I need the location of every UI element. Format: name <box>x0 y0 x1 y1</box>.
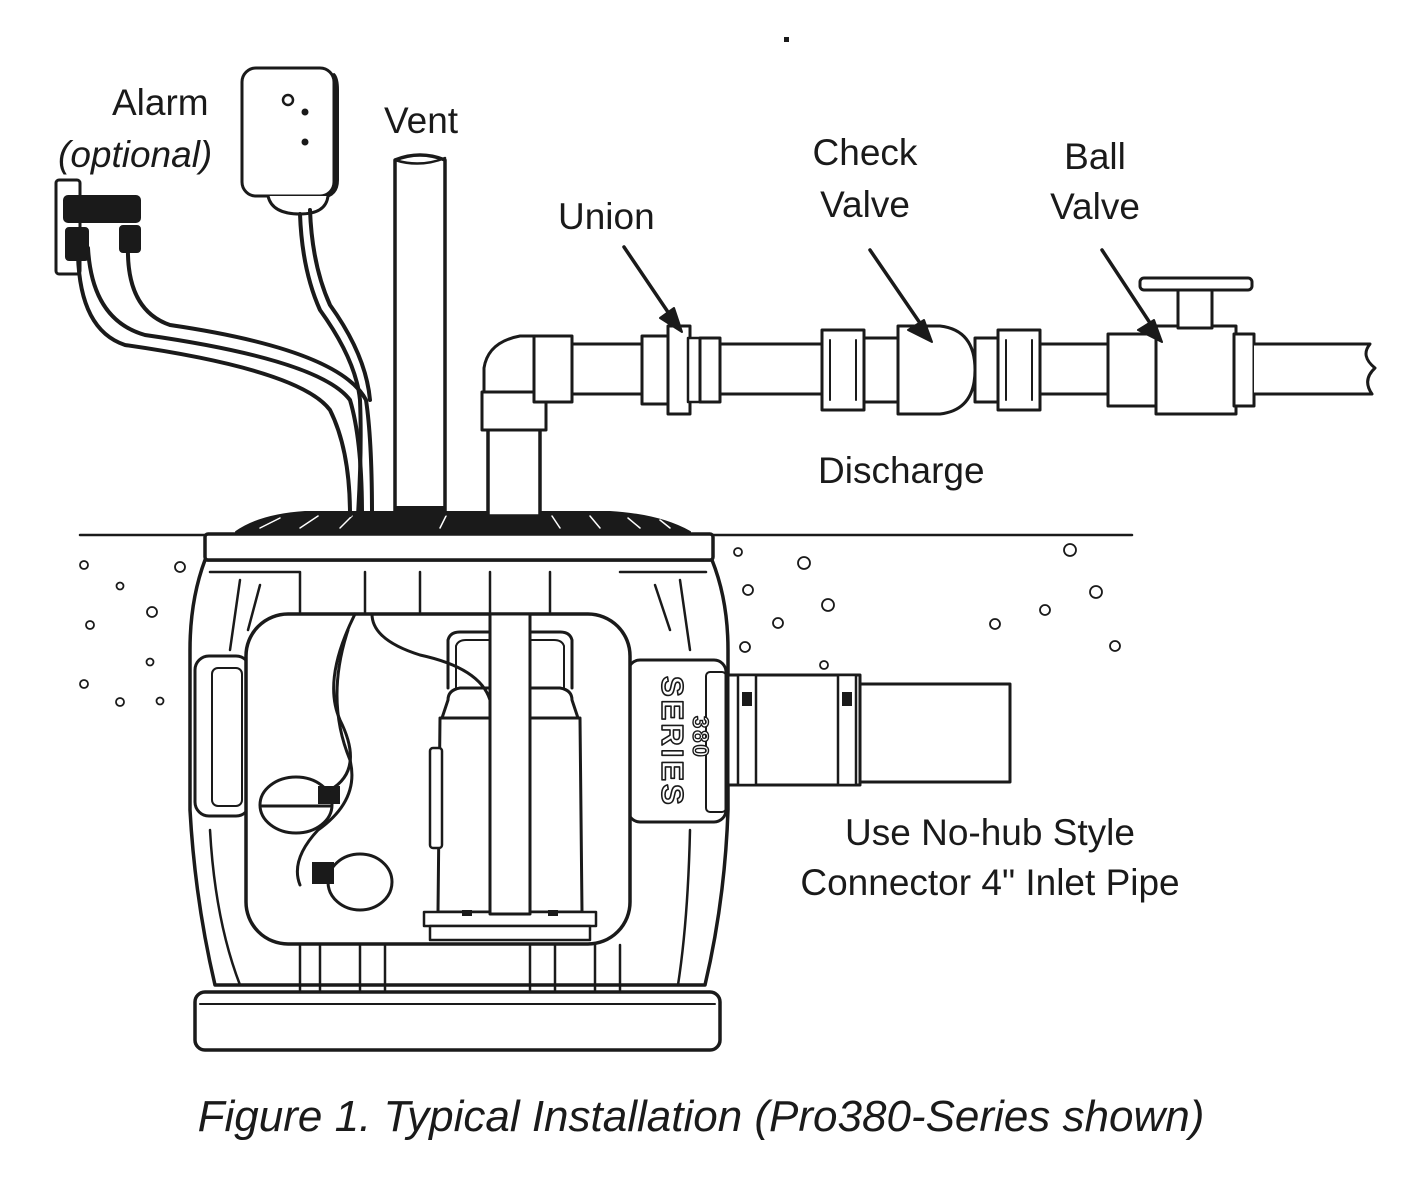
alarm-optional-label: (optional) <box>58 134 213 175</box>
sewage-pump <box>258 612 598 942</box>
inlet-label-line2: Connector 4" Inlet Pipe <box>800 862 1180 903</box>
check-valve-label-line2: Valve <box>820 184 910 225</box>
union-label: Union <box>558 196 655 237</box>
inlet-label-line1: Use No-hub Style <box>845 812 1135 853</box>
internal-discharge-pipe <box>488 612 532 916</box>
figure-caption: Figure 1. Typical Installation (Pro380-S… <box>197 1092 1205 1141</box>
float-switch-lower <box>326 852 394 912</box>
pointer-arrows <box>622 245 1163 343</box>
ball-valve-handle <box>1138 276 1254 292</box>
basin-model-text: 380 <box>688 716 713 759</box>
discharge-riser <box>480 334 574 518</box>
basin-series-text: SERIES <box>655 676 690 808</box>
alarm-box <box>240 66 336 198</box>
discharge-label: Discharge <box>818 450 985 491</box>
vent-pipe <box>393 153 447 516</box>
basin-base <box>193 990 722 1052</box>
ball-valve-label-line1: Ball <box>1064 136 1126 177</box>
vent-label: Vent <box>384 100 459 141</box>
discharge-line <box>570 276 1377 416</box>
soil-bubbles <box>79 543 1121 707</box>
ball-valve-label-line2: Valve <box>1050 186 1140 227</box>
alarm-label: Alarm <box>112 82 209 123</box>
alarm-assembly <box>54 66 374 517</box>
lid-dome <box>235 511 691 533</box>
basin-lid <box>203 532 715 562</box>
stray-dot <box>784 37 789 42</box>
check-valve-label-line1: Check <box>812 132 918 173</box>
check-valve-body <box>896 324 977 416</box>
inlet-pipe-body <box>858 682 1012 784</box>
inlet-pipe <box>726 673 1012 787</box>
ball-valve-body <box>1154 324 1238 416</box>
